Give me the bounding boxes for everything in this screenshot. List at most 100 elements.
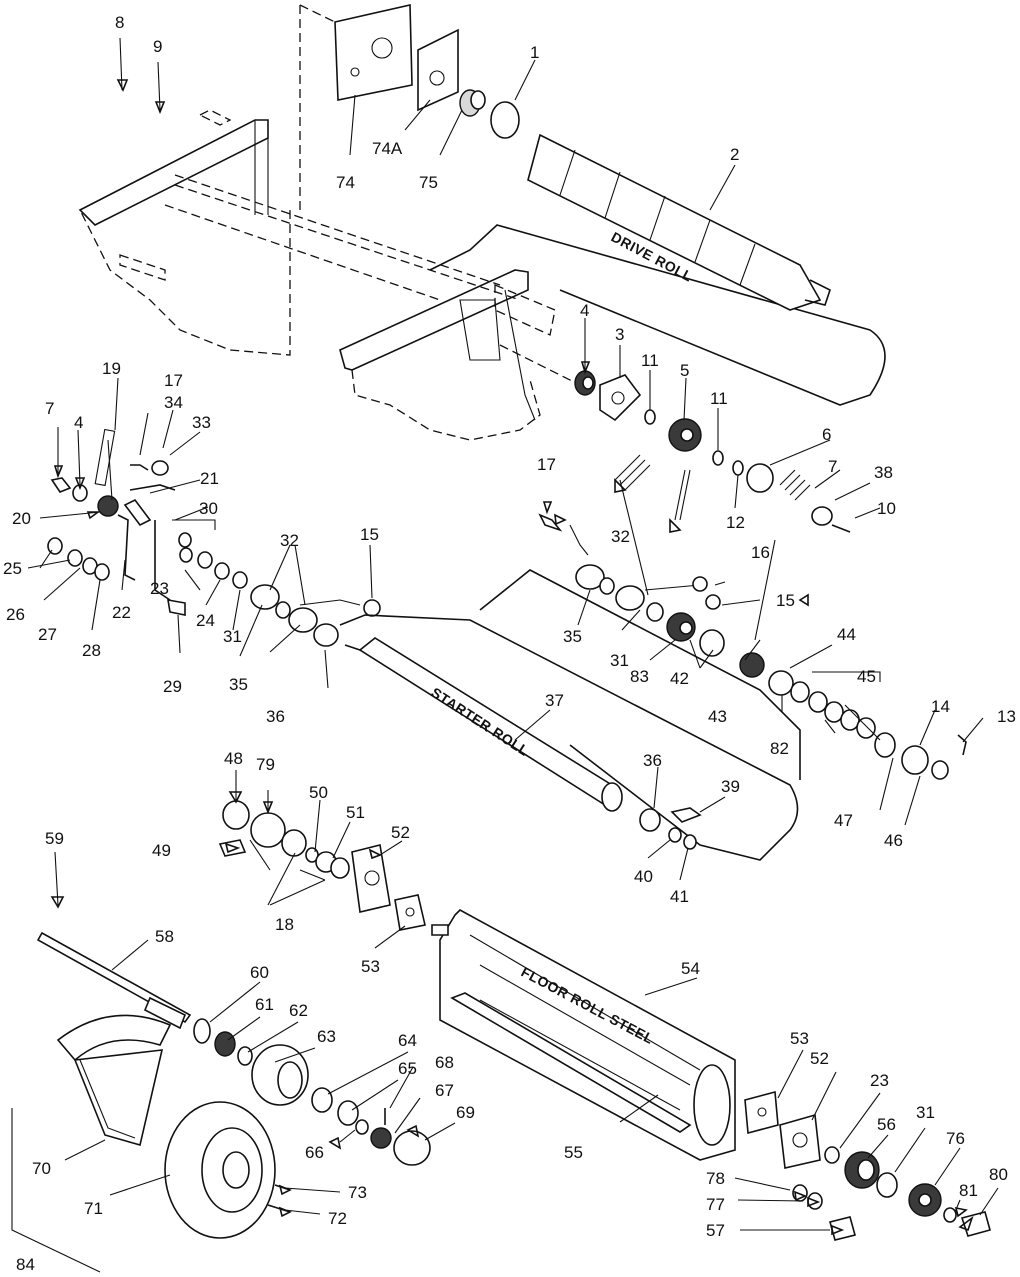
callout-36: 36 [643,751,662,770]
callout-15: 15 [776,591,795,610]
callout-60: 60 [250,963,269,982]
callout-83: 83 [630,667,649,686]
bearing-plate-74a [417,28,459,112]
callout-33: 33 [192,413,211,432]
callout-54: 54 [681,959,700,978]
starter-right-hardware [639,807,702,850]
callout-24: 24 [196,611,215,630]
callout-50: 50 [309,783,328,802]
callout-17: 17 [164,371,183,390]
left-starter-hardware [47,428,381,647]
callout-43: 43 [708,707,727,726]
right-sprocket-group [479,513,967,780]
callout-52: 52 [810,1049,829,1068]
callout-40: 40 [634,867,653,886]
callout-35: 35 [563,627,582,646]
drive-side-hardware [574,370,851,533]
callout-numbers: 1 2 3 4 4 5 6 7 7 8 9 10 11 11 12 13 14 … [3,13,1016,1274]
starter-roll-caption: STARTER ROLL [428,684,532,759]
floor-roll-right-hardware [744,1090,991,1241]
callout-68: 68 [435,1053,454,1072]
callout-26: 26 [6,605,25,624]
floor-roll-left-plates [351,844,426,931]
right-frame-panel [339,269,581,441]
callout-62: 62 [289,1001,308,1020]
callout-27: 27 [38,625,57,644]
bearing-75 [459,89,486,117]
callout-61: 61 [255,995,274,1014]
callout-11: 11 [710,389,728,408]
callout-53: 53 [361,957,380,976]
callout-4: 4 [74,413,83,432]
callout-30: 30 [199,499,218,518]
callout-12: 12 [726,513,745,532]
callout-31: 31 [223,627,242,646]
floor-roll-assembly: FLOOR ROLL STEEL [431,909,736,1161]
callout-45: 45 [857,667,876,686]
callout-16: 16 [751,543,770,562]
callout-5: 5 [680,361,689,380]
wheel-shaft-group [11,931,431,1273]
callout-66: 66 [305,1143,324,1162]
callout-52: 52 [391,823,410,842]
callout-34: 34 [164,393,183,412]
drive-roll-assembly: DRIVE ROLL [429,101,886,406]
callout-51: 51 [346,803,365,822]
callout-25: 25 [3,559,22,578]
callout-9: 9 [153,37,162,56]
callout-31: 31 [610,651,629,670]
callout-58: 58 [155,927,174,946]
callout-44: 44 [837,625,856,644]
callout-84: 84 [16,1255,35,1274]
callout-10: 10 [877,499,896,518]
callout-35: 35 [229,675,248,694]
callout-79: 79 [256,755,275,774]
callout-7: 7 [45,399,54,418]
callout-71: 71 [84,1199,103,1218]
callout-81: 81 [959,1181,978,1200]
callout-28: 28 [82,641,101,660]
callout-31: 31 [916,1103,935,1122]
callout-14: 14 [931,697,950,716]
callout-74: 74 [336,173,355,192]
callout-32: 32 [280,531,299,550]
callout-73: 73 [348,1183,367,1202]
callout-15: 15 [360,525,379,544]
callout-80: 80 [989,1165,1008,1184]
callout-39: 39 [721,777,740,796]
leader-lines [27,37,999,1236]
callout-42: 42 [670,669,689,688]
callout-7: 7 [828,457,837,476]
callout-72: 72 [328,1209,347,1228]
callout-46: 46 [884,831,903,850]
callout-3: 3 [615,325,624,344]
callout-63: 63 [317,1027,336,1046]
idler-group [218,800,350,881]
callout-23: 23 [870,1071,889,1090]
callout-53: 53 [790,1029,809,1048]
callout-32: 32 [611,527,630,546]
callout-57: 57 [706,1221,725,1240]
callout-1: 1 [530,43,539,62]
callout-82: 82 [770,739,789,758]
callout-70: 70 [32,1159,51,1178]
callout-19: 19 [102,359,121,378]
callout-22: 22 [112,603,131,622]
callout-74a: 74A [372,139,403,158]
callout-18: 18 [275,915,294,934]
callout-21: 21 [200,469,219,488]
callout-36: 36 [266,707,285,726]
callout-6: 6 [822,425,831,444]
callout-56: 56 [877,1115,896,1134]
left-frame-panel [78,4,521,356]
callout-48: 48 [224,749,243,768]
callout-78: 78 [706,1169,725,1188]
callout-67: 67 [435,1081,454,1100]
callout-76: 76 [946,1129,965,1148]
callout-77: 77 [706,1195,725,1214]
callout-11: 11 [641,351,659,370]
callout-23: 23 [150,579,169,598]
callout-8: 8 [115,13,124,32]
callout-37: 37 [545,691,564,710]
